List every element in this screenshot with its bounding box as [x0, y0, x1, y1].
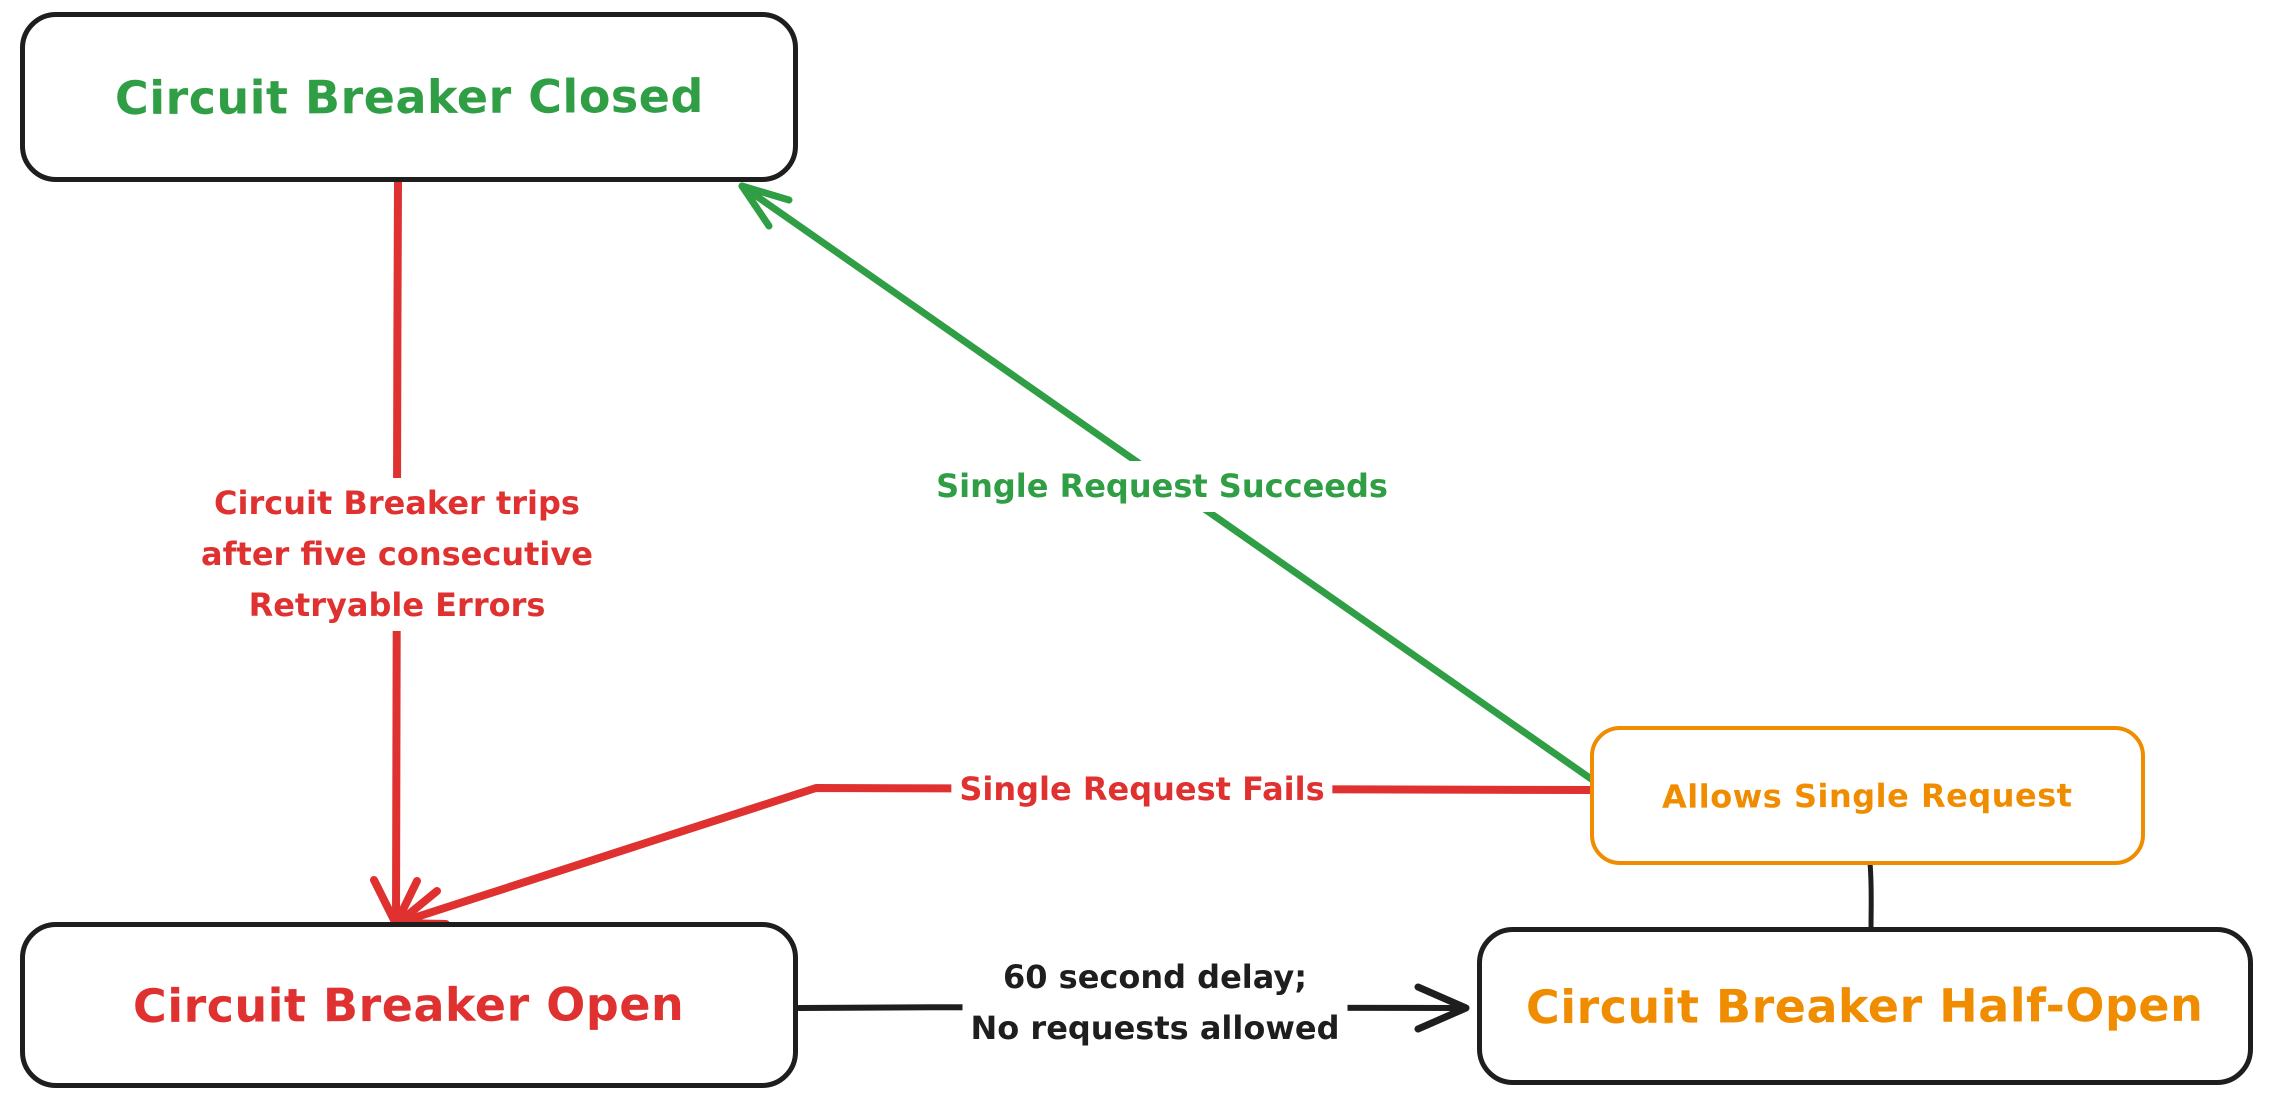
edge-label-trips-line3: Retryable Errors [248, 586, 546, 624]
edge-label-fails-text: Single Request Fails [959, 770, 1325, 808]
node-circuit-breaker-open: Circuit Breaker Open [20, 922, 798, 1088]
edge-label-trips-line2: after five consecutive [201, 535, 593, 573]
node-open-label: Circuit Breaker Open [133, 977, 685, 1033]
edge-label-succeeds: Single Request Succeeds [928, 461, 1396, 512]
edge-label-delay-line2: No requests allowed [970, 1009, 1340, 1047]
node-circuit-breaker-closed: Circuit Breaker Closed [20, 12, 798, 182]
edge-fails-line [394, 784, 1598, 927]
node-allows-single-request: Allows Single Request [1590, 726, 2145, 865]
edge-label-trips: Circuit Breaker trips after five consecu… [193, 478, 601, 631]
node-half-open-label: Circuit Breaker Half-Open [1526, 977, 2204, 1035]
edge-label-delay: 60 second delay; No requests allowed [962, 952, 1348, 1054]
edge-label-trips-line1: Circuit Breaker trips [214, 484, 580, 522]
edge-label-fails: Single Request Fails [951, 764, 1333, 815]
node-allows-label: Allows Single Request [1662, 775, 2073, 816]
edge-connector-line [1867, 860, 1874, 933]
node-circuit-breaker-half-open: Circuit Breaker Half-Open [1477, 927, 2253, 1085]
node-closed-label: Circuit Breaker Closed [114, 68, 704, 126]
edge-delay-arrowhead [1414, 983, 1470, 1033]
edge-succeeds-arrowhead [738, 182, 793, 230]
edge-label-succeeds-text: Single Request Succeeds [936, 467, 1388, 505]
edge-label-delay-line1: 60 second delay; [1002, 958, 1308, 996]
